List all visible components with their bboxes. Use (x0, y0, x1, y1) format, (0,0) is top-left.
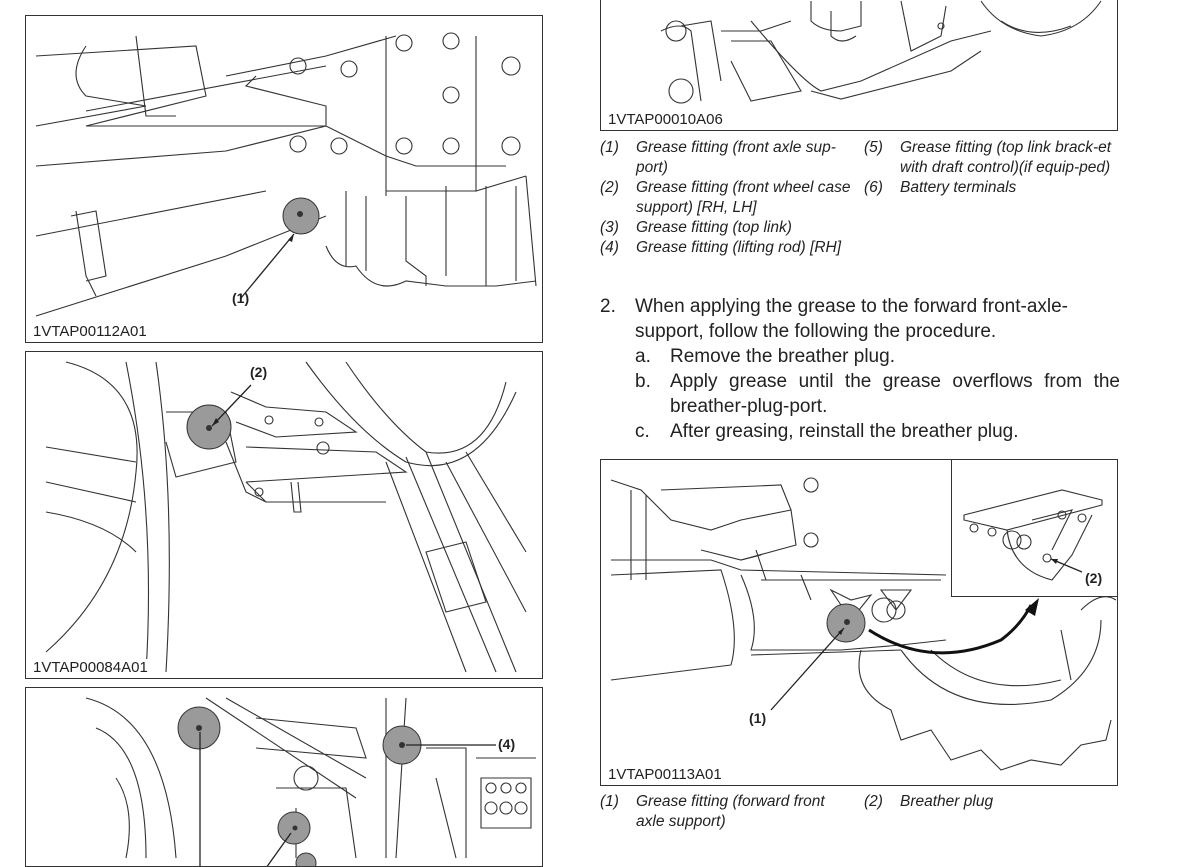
illustration-forward-front-axle (610, 477, 1117, 771)
figure-id: 1VTAP00112A01 (33, 323, 149, 340)
legend-item: (6)Battery terminals (864, 179, 1017, 196)
callout-2: (2) (1085, 570, 1103, 586)
legend-item: (3)Grease fitting (top link) (600, 219, 792, 236)
figure-id: 1VTAP00113A01 (608, 766, 724, 783)
figure-front-axle-support: (1) 1VTAP00112A01 (25, 15, 543, 343)
illustration-front-wheel-case (45, 361, 527, 673)
procedure-steps: 2.When applying the grease to the forwar… (600, 294, 1120, 444)
legend-item: (5)Grease fitting (top link brack-et wit… (864, 139, 1112, 176)
figure-top-link-lifting-rod: (4) (25, 687, 543, 867)
figure-front-wheel-case-support: (2) 1VTAP00084A01 (25, 351, 543, 679)
illustration-breather-plug (963, 489, 1103, 581)
figure-id: 1VTAP00084A01 (33, 659, 150, 676)
figure-overview: 1VTAP00010A06 (600, 0, 1118, 131)
inset-breather-plug: (2) (951, 460, 1117, 597)
figure-id: 1VTAP00010A06 (608, 111, 725, 128)
illustration-front-axle (35, 32, 537, 317)
callout-2: (2) (250, 364, 268, 380)
step-2: 2.When applying the grease to the forwar… (600, 296, 1069, 342)
legend-parts-list: (1)Grease fitting (front axle sup-port) … (600, 138, 860, 258)
legend-parts-list-2: (5)Grease fitting (top link brack-et wit… (864, 138, 1120, 198)
legend-item: (4)Grease fitting (lifting rod) [RH] (600, 239, 842, 256)
figure-forward-front-axle-support: (2) (1) 1VTAP00113A01 (600, 459, 1118, 786)
illustration-overview (660, 0, 1102, 104)
legend-item: (1)Grease fitting (front axle sup-port) (600, 139, 836, 176)
callout-1: (1) (749, 710, 767, 726)
legend-bottom-list-2: (2)Breather plug (864, 792, 1114, 812)
substep-a: a.Remove the breather plug. (635, 346, 895, 367)
illustration-top-link (85, 697, 536, 866)
legend-bottom-list: (1)Grease fitting (forward front axle su… (600, 792, 850, 832)
legend-item: (2)Grease fitting (front wheel case supp… (600, 179, 851, 216)
callout-4: (4) (498, 736, 516, 752)
substep-b: b.Apply grease until the grease overflow… (635, 371, 1120, 417)
legend-item: (1)Grease fitting (forward front axle su… (600, 793, 825, 830)
legend-item: (2)Breather plug (864, 793, 994, 810)
callout-1: (1) (232, 290, 250, 306)
substep-c: c.After greasing, reinstall the breather… (635, 421, 1019, 442)
